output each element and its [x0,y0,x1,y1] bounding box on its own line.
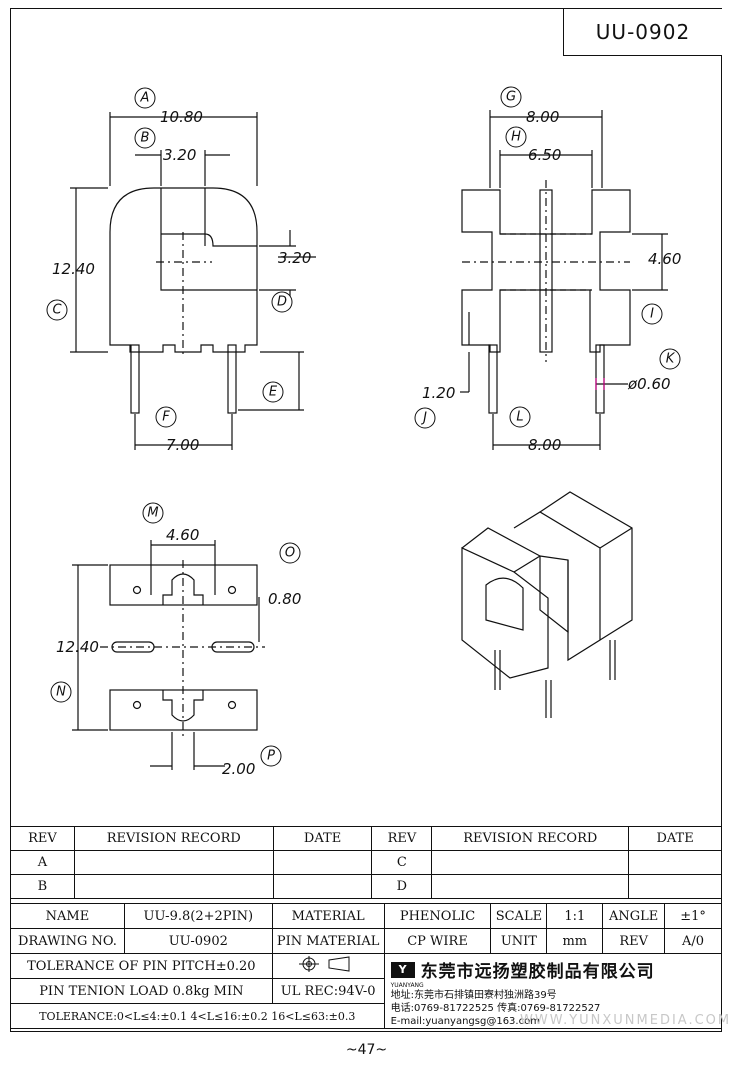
tag-d: D [277,295,287,310]
scale-label: SCALE [490,903,548,929]
company-email: E-mail:yuanyangsg@163.com [390,1016,540,1027]
table-row: TOLERANCE OF PIN PITCH±0.20 Y 东莞市远扬塑胶制品有… [10,953,723,1029]
table-cell [272,850,373,875]
table-cell: A [10,850,75,875]
tag-k: K [666,352,676,367]
title-block: NAME UU-9.8(2+2PIN) MATERIAL PHENOLIC SC… [10,903,723,1029]
company-phone: 电话:0769-81722525 传真:0769-81722527 [390,1003,601,1014]
tag-l: L [516,410,523,425]
tag-f: F [162,410,170,425]
pin-material-value: CP WIRE [383,928,492,954]
tag-h: H [511,130,521,145]
dim-l-value: 8.00 [528,436,561,454]
material-value: PHENOLIC [383,903,492,929]
unit-value: mm [546,928,604,954]
table-row: PIN TENION LOAD 0.8kg MIN UL REC:94V-0 [10,978,722,1004]
revision-record-header: REVISION RECORD [431,826,630,851]
watermark: WWW.YUNXUNMEDIA.COM [520,1013,732,1028]
table-cell [431,874,630,899]
tag-a: A [140,91,150,106]
front-view [70,112,316,450]
table-row: NAME UU-9.8(2+2PIN) MATERIAL PHENOLIC SC… [10,903,722,929]
table-cell [628,874,722,899]
ul-rec: UL REC:94V-0 [271,978,385,1004]
drawing-code: UU-0902 [563,9,722,56]
unit-label: UNIT [490,928,548,954]
page-number: ~47~ [345,1042,388,1058]
name-value: UU-9.8(2+2PIN) [123,903,273,929]
tag-m: M [147,506,158,521]
tag-c: C [52,303,62,318]
dim-d-value: 3.20 [278,249,311,267]
rev-header: REV [371,826,433,851]
company-address: 地址:东莞市石排镇田寮村独洲路39号 [390,990,557,1001]
rev-value: A/0 [664,928,722,954]
tolerance-pitch: TOLERANCE OF PIN PITCH±0.20 [10,953,273,979]
dim-n-value: 12.40 [56,638,99,656]
dim-a-value: 10.80 [160,108,203,126]
pin-material-label: PIN MATERIAL [271,928,385,954]
date-header: DATE [272,826,373,851]
dim-o-value: 0.80 [268,590,301,608]
table-cell [73,874,274,899]
table-cell [73,850,274,875]
bottom-view [72,540,265,770]
tag-b: B [141,131,150,146]
company-name: 东莞市远扬塑胶制品有限公司 [420,962,655,982]
isometric-view [461,491,633,718]
rev-header: REV [10,826,75,851]
dim-c-value: 12.40 [52,260,95,278]
company-block: Y 东莞市远扬塑胶制品有限公司 YUANYANG 地址:东莞市石排镇田寮村独洲路… [383,953,723,1029]
revision-record-header: REVISION RECORD [73,826,274,851]
projection-symbol-icon [299,956,350,972]
table-cell [431,850,630,875]
dim-h-value: 6.50 [528,146,561,164]
dim-i-value: 4.60 [648,250,681,268]
table-row: A C [10,850,722,875]
table-row: DRAWING NO. UU-0902 PIN MATERIAL CP WIRE… [10,928,722,954]
tag-g: G [506,90,516,105]
dim-g-value: 8.00 [526,108,559,126]
table-cell: C [371,850,433,875]
dim-f-value: 7.00 [166,436,199,454]
revision-table: REV REVISION RECORD DATE REV REVISION RE… [10,826,722,899]
tag-i: I [650,307,654,322]
tag-o: O [285,546,295,561]
table-cell [628,850,722,875]
drawing-no-label: DRAWING NO. [10,928,125,954]
table-cell: B [10,874,75,899]
company-logo: Y [390,961,415,978]
pin-tension: PIN TENION LOAD 0.8kg MIN [10,978,273,1004]
table-row: B D [10,874,722,899]
dim-m-value: 4.60 [166,526,199,544]
table-row: TOLERANCE:0<L≤4:±0.1 4<L≤16:±0.2 16<L≤63… [10,1003,722,1029]
table-cell: D [371,874,433,899]
drawing-sheet [10,8,722,1032]
symbols-cell [271,953,385,979]
rev-label: REV [602,928,666,954]
angle-label: ANGLE [602,903,666,929]
table-cell [272,874,373,899]
tag-p: P [267,749,275,764]
name-label: NAME [10,903,125,929]
revision-header-row: REV REVISION RECORD DATE REV REVISION RE… [10,826,722,851]
tolerance-ranges: TOLERANCE:0<L≤4:±0.1 4<L≤16:±0.2 16<L≤63… [10,1003,385,1029]
dim-j-value: 1.20 [422,384,455,402]
side-view [460,110,668,450]
date-header: DATE [628,826,722,851]
material-label: MATERIAL [271,903,385,929]
scale-value: 1:1 [546,903,604,929]
tag-e: E [269,385,278,400]
dim-b-value: 3.20 [163,146,196,164]
dim-k-value: ø0.60 [627,375,671,393]
tag-n: N [56,685,66,700]
company-logo-text: YUANYANG [390,982,424,989]
dim-p-value: 2.00 [222,760,255,778]
angle-value: ±1° [664,903,722,929]
drawing-no-value: UU-0902 [123,928,273,954]
tag-j: J [420,411,427,426]
